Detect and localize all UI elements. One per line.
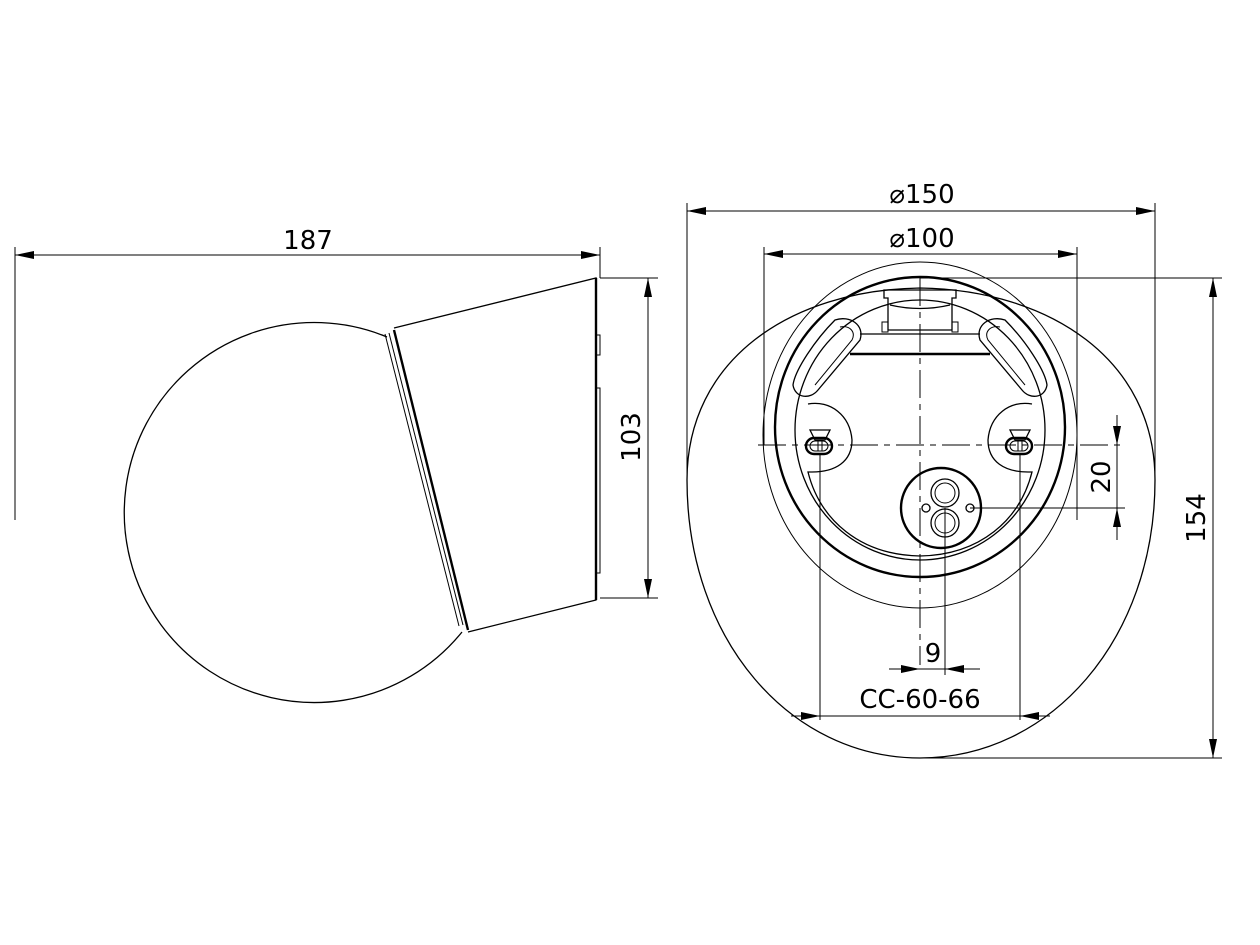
dimension-center-distance: CC-60-66 bbox=[791, 685, 1050, 720]
center-distance-label: CC-60-66 bbox=[859, 685, 980, 715]
outer-diameter-label: ⌀150 bbox=[889, 180, 954, 210]
bottom-view: ⌀150 ⌀100 154 20 bbox=[686, 180, 1222, 759]
height-label: 103 bbox=[617, 412, 647, 462]
dimension-outer-diameter: ⌀150 bbox=[686, 180, 1156, 480]
globe-outline bbox=[123, 321, 463, 704]
inner-diameter-label: ⌀100 bbox=[889, 224, 954, 254]
dimension-total-height: 154 bbox=[920, 277, 1222, 759]
side-view: 187 103 bbox=[14, 226, 658, 704]
total-height-label: 154 bbox=[1182, 493, 1212, 543]
width-label: 187 bbox=[283, 226, 333, 256]
right-mounting-slot bbox=[978, 318, 1048, 397]
dimension-height: 103 bbox=[600, 277, 658, 599]
horizontal-offset-label: 9 bbox=[925, 639, 942, 669]
dimension-inner-diameter: ⌀100 bbox=[763, 224, 1078, 520]
dimension-horizontal-offset: 9 bbox=[889, 639, 980, 673]
outer-globe-outline bbox=[686, 287, 1156, 759]
dimension-vertical-offset: 20 bbox=[1087, 415, 1121, 540]
dimension-width: 187 bbox=[14, 226, 601, 520]
terminal-block bbox=[899, 466, 983, 550]
left-mounting-slot bbox=[792, 318, 862, 397]
vertical-offset-label: 20 bbox=[1087, 460, 1117, 493]
right-screw-hole bbox=[1004, 429, 1034, 456]
left-screw-hole bbox=[804, 429, 834, 456]
